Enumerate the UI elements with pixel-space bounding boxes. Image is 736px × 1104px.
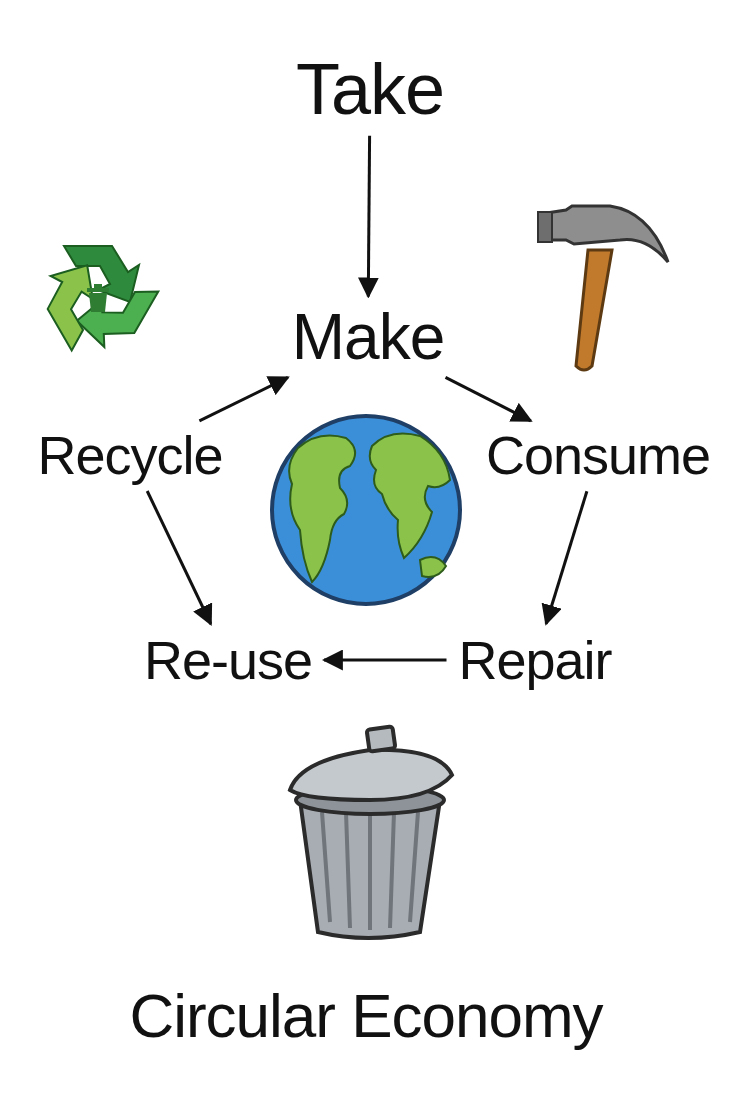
recycle-icon <box>34 246 158 357</box>
step-label: Consume <box>486 427 710 484</box>
trash-can-icon <box>290 726 452 938</box>
flow-arrow <box>199 377 288 421</box>
step-label: Repair <box>458 632 611 689</box>
flow-arrow <box>147 491 211 624</box>
flow-arrow <box>546 491 587 624</box>
diagram-title: Circular Economy <box>129 982 602 1050</box>
globe-icon <box>272 416 460 604</box>
step-word: Re-use <box>136 628 320 693</box>
step-word: Recycle <box>29 423 230 488</box>
flow-arrow <box>446 377 531 420</box>
step-label: Re-use <box>144 632 312 689</box>
flow-arrow <box>368 136 369 297</box>
step-label: Make <box>292 304 445 371</box>
step-label: Recycle <box>37 427 222 484</box>
step-word: Repair <box>450 628 619 693</box>
step-word: Take <box>288 48 452 132</box>
step-word: Make <box>284 300 453 375</box>
step-word: Consume <box>478 423 718 488</box>
flow-arrow <box>324 659 447 662</box>
step-label: Take <box>296 52 444 128</box>
hammer-icon <box>538 206 668 370</box>
